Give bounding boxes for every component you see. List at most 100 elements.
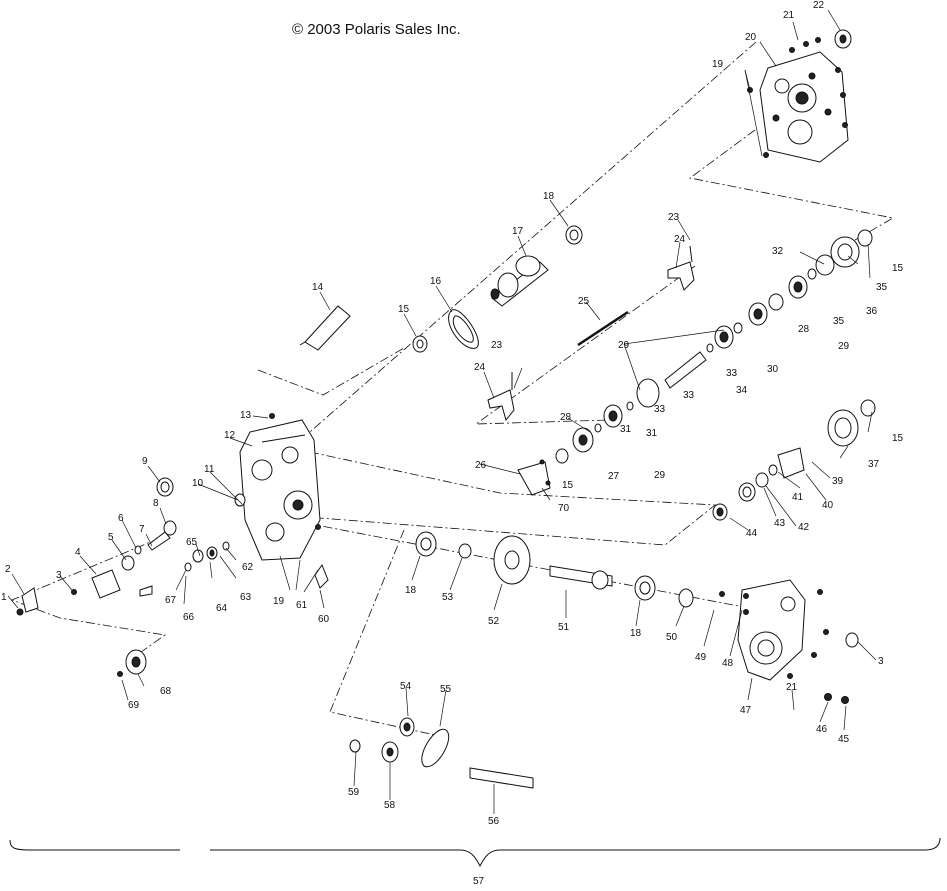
transmission-case-12 (239, 413, 321, 561)
callout: 19 (712, 59, 724, 70)
chain-16 (448, 309, 479, 349)
centerline-lower-shaft (329, 529, 436, 736)
callout: 37 (868, 459, 880, 470)
bracket-26 (517, 459, 551, 496)
callout: 29 (618, 340, 630, 351)
centerline-main-shaft (289, 519, 781, 615)
callout: 3 (56, 570, 62, 581)
callout: 44 (746, 528, 758, 539)
callout: 66 (183, 612, 195, 623)
assembly-bracket-58 (9, 837, 941, 868)
callout: 70 (558, 503, 570, 514)
callout: 15 (562, 480, 574, 491)
callout: 15 (892, 263, 904, 274)
callout: 21 (783, 10, 795, 21)
callout: 16 (430, 276, 442, 287)
drive-shaft-17 (490, 255, 549, 307)
callout: 57 (473, 876, 485, 886)
callout: 23 (491, 340, 503, 351)
callout: 35 (833, 316, 845, 327)
callout: 10 (192, 478, 204, 489)
callout: 39 (832, 476, 844, 487)
callout: 31 (646, 428, 658, 439)
callout: 45 (838, 734, 850, 745)
callout: 29 (838, 341, 850, 352)
callout: 24 (674, 234, 686, 245)
callout: 33 (683, 390, 695, 401)
callout: 23 (668, 212, 680, 223)
gear-39-group (712, 399, 876, 521)
callout: 49 (695, 652, 707, 663)
callout: 15 (892, 433, 904, 444)
callout: 33 (726, 368, 738, 379)
callout: 8 (153, 498, 159, 509)
callout: 3 (878, 656, 884, 667)
centerline-fork-rod (474, 265, 696, 425)
callout: 33 (654, 404, 666, 415)
callout: 18 (543, 191, 555, 202)
shift-fork-24-upper (667, 245, 695, 291)
centerline-upper-shaft (294, 41, 757, 446)
callout: 54 (400, 681, 412, 692)
callout: 35 (876, 282, 888, 293)
callout: 7 (139, 524, 145, 535)
callout: 28 (560, 412, 572, 423)
callout: 65 (186, 537, 198, 548)
callout: 18 (405, 585, 417, 596)
callout: 51 (558, 622, 570, 633)
callout: 26 (475, 460, 487, 471)
callout: 59 (348, 787, 360, 798)
callout: 42 (798, 522, 810, 533)
centerline-pin (257, 347, 405, 396)
left-small-parts (16, 477, 329, 677)
bearing-18-upper (565, 225, 583, 245)
callout: 1 (1, 592, 7, 603)
rear-cover-upper (759, 51, 849, 163)
callout: 46 (816, 724, 828, 735)
centerline-left-parts (10, 537, 167, 661)
callout: 55 (440, 684, 452, 695)
callout: 68 (160, 686, 172, 697)
callout: 5 (108, 532, 114, 543)
centerline-cover-top (689, 129, 895, 241)
callout: 28 (798, 324, 810, 335)
shift-rod-25 (577, 310, 629, 347)
callout: 18 (630, 628, 642, 639)
copyright-notice: © 2003 Polaris Sales Inc. (292, 21, 461, 38)
callout: 20 (745, 32, 757, 43)
callout: 13 (240, 410, 252, 421)
shift-fork-24-lower (487, 372, 515, 422)
callout: 47 (740, 705, 752, 716)
callout: 15 (398, 304, 410, 315)
callout: 14 (312, 282, 324, 293)
callout: 50 (666, 632, 678, 643)
callout: 64 (216, 603, 228, 614)
leader-lines (7, 9, 877, 814)
centerline-middle (309, 451, 717, 546)
callout: 69 (128, 700, 140, 711)
gear-stack-middle (555, 378, 660, 464)
callout: 32 (772, 246, 784, 257)
callout: 21 (786, 682, 798, 693)
callout: 34 (736, 385, 748, 396)
callout: 63 (240, 592, 252, 603)
callout: 36 (866, 306, 878, 317)
callout: 19 (273, 596, 285, 607)
callout: 6 (118, 513, 124, 524)
seal-22 (834, 29, 852, 49)
callout: 22 (813, 0, 825, 11)
callout: 48 (722, 658, 734, 669)
callout-numbers: 1 2 3 4 5 6 7 8 9 10 11 12 13 14 15 15 1… (1, 0, 904, 887)
rear-cover-lower (719, 579, 859, 704)
callout: 30 (767, 364, 779, 375)
callout: 58 (384, 800, 396, 811)
callout: 4 (75, 547, 81, 558)
main-shaft-group (415, 531, 694, 608)
callout: 12 (224, 430, 236, 441)
callout: 9 (142, 456, 148, 467)
lower-shaft-group (349, 717, 534, 789)
callout: 29 (654, 470, 666, 481)
callout: 24 (474, 362, 486, 373)
